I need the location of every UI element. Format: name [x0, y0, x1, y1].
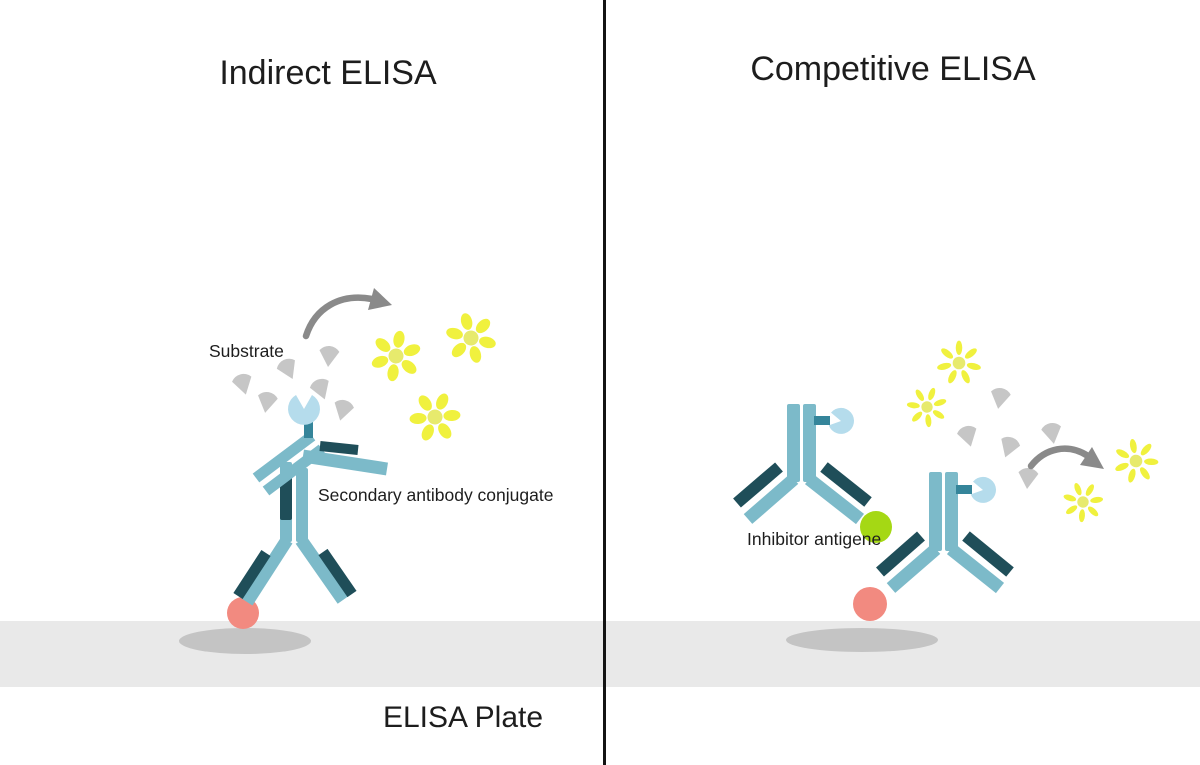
antibody-with-inhibitor [733, 404, 892, 543]
signal-starburst [367, 326, 425, 386]
arrowhead-icon [368, 288, 392, 310]
substrate-droplet [255, 390, 279, 415]
signal-starburst [401, 383, 469, 451]
reaction-arrow-left [302, 288, 392, 340]
enzyme-stem [304, 420, 313, 438]
primary-antibody [233, 462, 357, 606]
substrate-droplet [318, 345, 340, 368]
reaction-arrow-right [1027, 445, 1104, 470]
substrate-droplets [955, 386, 1064, 490]
indirect-elisa-panel: Indirect ELISA [179, 54, 553, 654]
substrate-droplet [1017, 467, 1039, 490]
substrate-droplet [230, 371, 256, 398]
antibody-free [876, 472, 1014, 594]
substrate-droplet [988, 386, 1012, 411]
enzyme-icon [970, 476, 996, 503]
well-shadow-right [786, 628, 938, 652]
competitive-elisa-panel: Competitive ELISA [733, 50, 1162, 652]
inhibitor-antigen-circle [860, 511, 892, 543]
signal-starburst [1109, 435, 1162, 487]
arrowhead-icon [1080, 447, 1104, 469]
well-shadow-left [179, 628, 311, 654]
panel-divider-line [603, 0, 606, 765]
signal-starburst [1055, 474, 1111, 530]
substrate-droplet [330, 397, 356, 424]
substrate-droplet [955, 423, 981, 450]
substrate-droplet [995, 434, 1022, 461]
enzyme-icon [288, 395, 320, 425]
signal-starburst [901, 381, 954, 433]
indirect-elisa-title: Indirect ELISA [219, 54, 437, 92]
signal-starburst [440, 306, 502, 370]
substrate-label: Substrate [209, 341, 284, 361]
antigen-circle [853, 587, 887, 621]
signal-starburst [936, 340, 982, 385]
signal-starbursts-left [367, 306, 502, 451]
competitive-elisa-title: Competitive ELISA [750, 50, 1036, 88]
enzyme-stem [956, 485, 972, 494]
enzyme-stem [814, 416, 830, 425]
enzyme-icon [828, 407, 854, 434]
secondary-antibody-conjugate [252, 395, 388, 496]
elisa-plate-label: ELISA Plate [383, 701, 543, 734]
inhibitor-antigen-label: Inhibitor antigene [747, 529, 881, 549]
secondary-antibody-label: Secondary antibody conjugate [318, 485, 553, 505]
substrate-droplet [1040, 421, 1064, 446]
elisa-plate-band [0, 621, 1200, 687]
antigen-circle [227, 597, 259, 629]
